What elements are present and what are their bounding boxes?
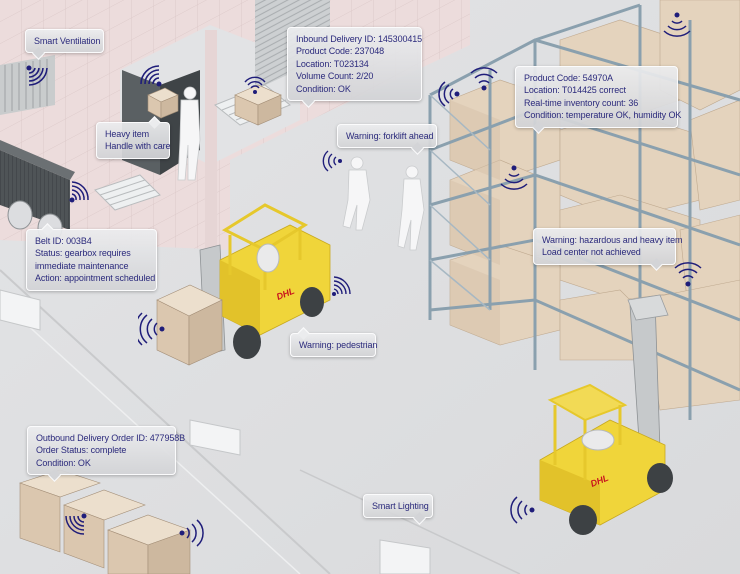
outbound-order-status: Order Status: complete (36, 445, 127, 456)
inbound-volume-count: Volume Count: 2/20 (296, 71, 374, 82)
sensor-signal-icon (332, 276, 351, 296)
inbound-delivery-id: Inbound Delivery ID: 145300415 (296, 34, 423, 44)
product-code: Product Code: 54970A (524, 73, 614, 83)
belt-action: Action: appointment scheduled (35, 273, 156, 284)
callout-smart-lighting[interactable]: Smart Lighting (363, 494, 433, 525)
sensor-signal-icon (438, 81, 460, 107)
smart-lighting-label: Smart Lighting (372, 501, 429, 511)
belt-id: Belt ID: 003B4 (35, 236, 92, 246)
sensor-signal-icon (322, 150, 342, 172)
inbound-condition: Condition: OK (296, 83, 351, 94)
callout-outbound-delivery[interactable]: Outbound Delivery Order ID: 477958B Orde… (27, 426, 186, 482)
belt-status: Status: gearbox requires (35, 248, 131, 259)
sensor-signal-icon (470, 67, 498, 91)
callout-text: Smart Ventilation (34, 36, 101, 46)
callout-belt-status[interactable]: Belt ID: 003B4 Status: gearbox requires … (26, 222, 157, 291)
pedestrian-warning: Warning: pedestrian (299, 340, 378, 350)
handle-with-care-label: Handle with care (105, 141, 171, 152)
sensor-signal-icon (179, 519, 204, 547)
callout-smart-ventilation[interactable]: Smart Ventilation (25, 29, 104, 60)
belt-status-cont: immediate maintenance (35, 260, 129, 271)
sensor-signal-icon (138, 312, 165, 346)
callout-pedestrian[interactable]: Warning: pedestrian (290, 326, 378, 358)
sensor-signal-icon (674, 262, 702, 287)
heavy-item-label: Heavy item (105, 129, 150, 139)
product-location: Location: T014425 correct (524, 85, 626, 96)
sensor-signal-icon (69, 181, 89, 203)
inventory-count: Real-time inventory count: 36 (524, 97, 639, 108)
forklift-center: DHL (156, 203, 331, 366)
sensor-signal-icon (500, 165, 528, 190)
callout-forklift-ahead[interactable]: Warning: forklift ahead (337, 124, 437, 155)
sensor-signal-icon (26, 65, 48, 86)
forklift-warning: Warning: forklift ahead (346, 131, 434, 141)
sensor-signal-icon (663, 12, 691, 37)
callout-hazardous-item[interactable]: Warning: hazardous and heavy item Load c… (533, 228, 683, 272)
outbound-condition: Condition: OK (36, 457, 91, 468)
callout-product-inventory[interactable]: Product Code: 54970A Location: T014425 c… (515, 66, 682, 134)
product-condition: Condition: temperature OK, humidity OK (524, 110, 682, 121)
forklift-right: DHL (539, 294, 673, 535)
sensor-signal-icon (510, 496, 535, 524)
outbound-order-id: Outbound Delivery Order ID: 477958B (36, 433, 186, 443)
sensor-signal-icon (244, 76, 266, 94)
load-center-warning: Load center not achieved (542, 247, 641, 258)
callout-inbound-delivery[interactable]: Inbound Delivery ID: 145300415 Product C… (287, 27, 423, 108)
inbound-location: Location: T023134 (296, 58, 369, 69)
sensor-signal-icon (65, 513, 87, 535)
callout-heavy-item[interactable]: Heavy item Handle with care (96, 115, 171, 159)
sensor-signal-icon (140, 65, 162, 87)
hazardous-warning: Warning: hazardous and heavy item (542, 235, 683, 245)
inbound-product-code: Product Code: 237048 (296, 46, 385, 57)
